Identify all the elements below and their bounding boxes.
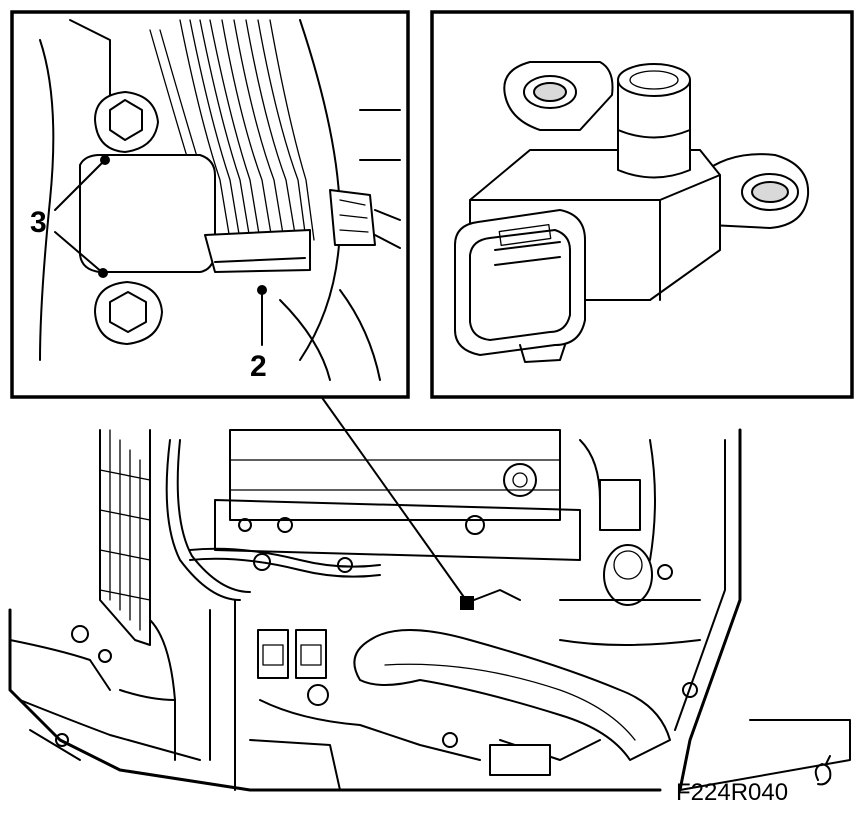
right-detail-panel: [430, 10, 854, 399]
left-detail-panel: 3 2: [10, 10, 410, 399]
callout-3-label: 3: [30, 206, 47, 239]
orientation-icon: [814, 755, 832, 786]
sensor-component: [454, 61, 810, 363]
leader-line: [317, 391, 467, 601]
wire-bundle: [149, 19, 315, 241]
upper-bolt: [94, 91, 159, 153]
lower-bolt: [94, 281, 163, 345]
figure-code: F224R040: [676, 779, 788, 806]
engine-bay-overview: [8, 428, 851, 792]
callout-2-label: 2: [250, 350, 267, 383]
